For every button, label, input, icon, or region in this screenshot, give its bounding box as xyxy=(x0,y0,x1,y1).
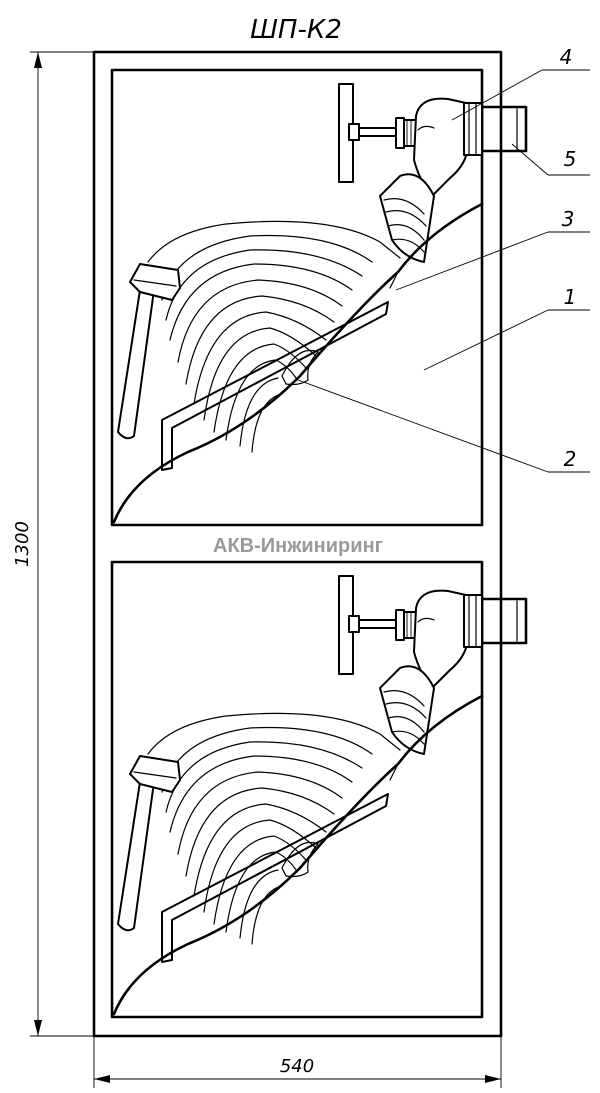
callout-3: 3 xyxy=(395,207,590,291)
callout-2-label: 2 xyxy=(564,447,577,471)
cabinet-outer-frame xyxy=(92,50,503,1038)
callout-3-label: 3 xyxy=(562,207,575,231)
callout-1: 1 xyxy=(423,285,590,371)
height-dimension-label: 1300 xyxy=(12,521,33,567)
callout-2: 2 xyxy=(297,379,590,473)
upper-compartment xyxy=(110,68,528,527)
watermark: АКВ-Инжиниринг xyxy=(213,535,383,557)
lower-compartment xyxy=(110,560,528,1019)
width-dimension-label: 540 xyxy=(280,1056,314,1077)
callout-4-label: 4 xyxy=(560,45,573,69)
callout-5: 5 xyxy=(511,143,590,176)
height-dimension: 1300 xyxy=(12,51,94,1037)
callout-1-label: 1 xyxy=(564,285,577,309)
callout-4: 4 xyxy=(451,45,590,121)
drawing-title: ШП-К2 xyxy=(250,15,342,45)
width-dimension: 540 xyxy=(93,1036,502,1088)
callout-5-label: 5 xyxy=(564,147,577,171)
